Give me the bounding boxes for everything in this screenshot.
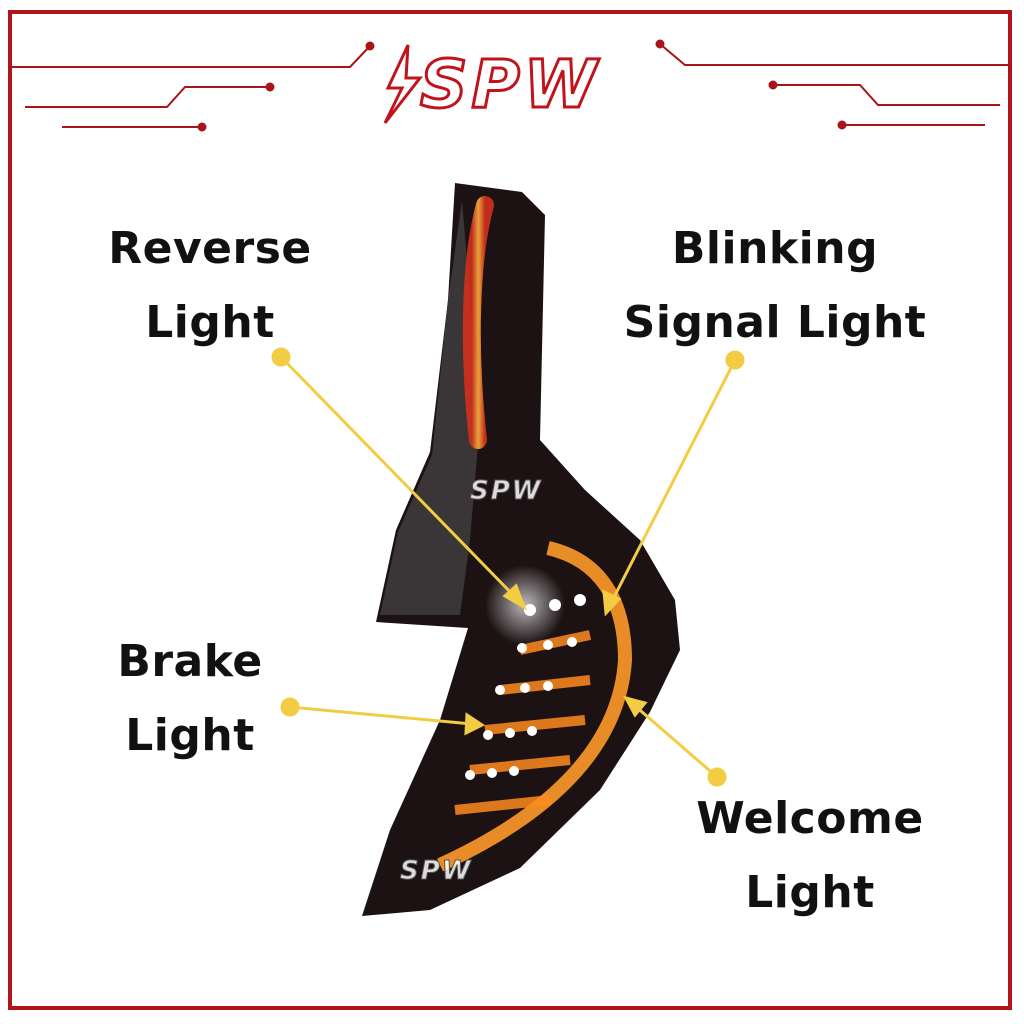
welcome-light-label: Welcome Light <box>680 782 940 930</box>
label-line: Brake <box>117 636 263 687</box>
label-line: Reverse <box>108 223 312 274</box>
watermark: SPW <box>399 856 473 887</box>
lightning-bolt-icon <box>383 44 424 124</box>
brake-light-label: Brake Light <box>80 625 300 773</box>
label-line: Light <box>145 297 275 348</box>
label-line: Blinking <box>671 223 879 274</box>
reverse-light-label: Reverse Light <box>90 212 330 360</box>
watermark: SPW <box>469 476 543 507</box>
tail-lamp <box>362 183 680 916</box>
circuit-lines-right <box>655 39 1012 130</box>
label-line: Light <box>745 867 875 918</box>
label-line: Signal Light <box>623 297 927 348</box>
red-border-frame <box>8 10 1012 1010</box>
circuit-lines-left <box>12 41 375 132</box>
pointer-arrows <box>271 347 745 787</box>
label-line: Welcome <box>696 793 924 844</box>
spw-logo: SPW <box>419 45 601 125</box>
label-line: Light <box>125 710 255 761</box>
blinking-signal-light-label: Blinking Signal Light <box>600 212 950 360</box>
